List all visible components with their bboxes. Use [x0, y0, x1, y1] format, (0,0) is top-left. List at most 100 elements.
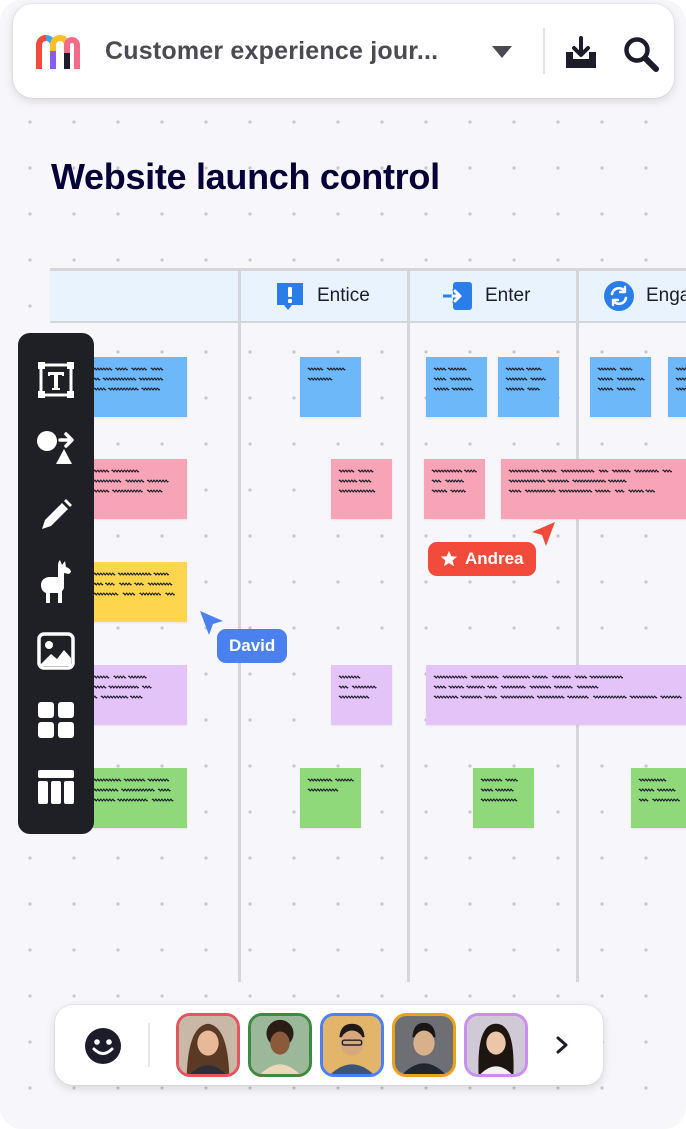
sticky-note[interactable]: [473, 768, 534, 828]
scribble-line: [505, 387, 525, 391]
scribble-line: [165, 592, 176, 596]
sticky-note[interactable]: [80, 357, 187, 417]
scribble-line: [645, 489, 656, 493]
sticky-scribble: [338, 675, 377, 699]
scribble-line: [530, 377, 547, 381]
download-tray-icon[interactable]: [564, 36, 598, 70]
scribble-line: [675, 367, 686, 371]
sticky-note[interactable]: [501, 459, 686, 519]
sticky-scribble: [87, 675, 152, 699]
scribble-line: [460, 695, 483, 699]
star-icon: [440, 550, 458, 567]
scribble-line: [551, 675, 571, 679]
scribble-line: [502, 675, 531, 679]
scribble-line: [558, 489, 593, 493]
avatar-photo: [179, 1016, 237, 1074]
image-button[interactable]: [36, 631, 76, 671]
scribble-line: [138, 377, 164, 381]
scribble-line: [652, 798, 681, 802]
pen-tool-button[interactable]: [36, 495, 76, 535]
sticky-scribble: [87, 367, 164, 391]
sticky-note[interactable]: [331, 665, 392, 725]
scribble-line: [433, 685, 447, 689]
scribble-line: [611, 469, 631, 473]
scribble-line: [307, 778, 333, 782]
sticky-note[interactable]: [426, 665, 686, 725]
table-button[interactable]: [36, 767, 76, 807]
column-label: Enga: [646, 285, 686, 306]
sticky-note[interactable]: [590, 357, 651, 417]
scribble-line: [115, 367, 129, 371]
scribble-line: [656, 788, 676, 792]
chevron-right-icon[interactable]: [551, 1033, 573, 1057]
scribble-line: [572, 479, 607, 483]
scribble-line: [153, 572, 170, 576]
scribble-line: [104, 582, 115, 586]
sticky-note[interactable]: [331, 459, 392, 519]
scribble-line: [157, 788, 171, 792]
column-header-engage[interactable]: Enga: [604, 281, 686, 311]
scribble-line: [607, 479, 627, 483]
scribble-line: [638, 798, 649, 802]
sticky-note[interactable]: [80, 768, 187, 828]
sticky-note[interactable]: [300, 768, 361, 828]
column-header-entice[interactable]: Entice: [275, 281, 370, 311]
templates-button[interactable]: [36, 700, 76, 740]
scribble-line: [598, 469, 609, 473]
scribble-line: [338, 479, 358, 483]
sticky-note[interactable]: [426, 357, 487, 417]
shapes-tool-button[interactable]: [36, 428, 76, 468]
scribble-line: [594, 489, 611, 493]
scribble-line: [326, 367, 346, 371]
sticky-scribble: [433, 675, 683, 699]
sticky-note[interactable]: [80, 562, 187, 622]
exclamation-flag-icon: [277, 283, 303, 310]
refresh-cycle-icon: [604, 281, 634, 311]
scribble-line: [486, 685, 498, 689]
scribble-line: [358, 479, 372, 483]
sticky-scribble: [505, 367, 547, 391]
collaborator-avatar[interactable]: [176, 1013, 240, 1077]
scribble-line: [431, 489, 448, 493]
sticky-note[interactable]: [300, 357, 361, 417]
scribble-line: [111, 469, 140, 473]
scribble-line: [433, 675, 468, 679]
collaborator-avatar[interactable]: [248, 1013, 312, 1077]
column-label: Enter: [485, 285, 531, 306]
sticky-note[interactable]: [498, 357, 559, 417]
sticky-note[interactable]: [424, 459, 485, 519]
collaborator-avatar[interactable]: [320, 1013, 384, 1077]
cursor-label-andrea: Andrea: [428, 542, 536, 576]
divider: [543, 28, 545, 74]
sticky-note[interactable]: [80, 459, 187, 519]
scribble-line: [675, 387, 686, 391]
sticky-note[interactable]: [668, 357, 686, 417]
scribble-line: [338, 685, 349, 689]
sticky-scribble: [87, 469, 169, 493]
llama-button[interactable]: [36, 560, 76, 603]
scribble-line: [500, 685, 526, 689]
scribble-line: [566, 695, 589, 699]
scribble-line: [500, 695, 535, 699]
collaborator-avatar[interactable]: [464, 1013, 528, 1077]
search-icon[interactable]: [623, 36, 659, 72]
text-tool-button[interactable]: [36, 360, 76, 400]
sticky-note[interactable]: [631, 768, 686, 828]
divider: [148, 1023, 150, 1067]
pen-tool-icon: [42, 499, 72, 529]
sticky-note[interactable]: [80, 665, 187, 725]
sticky-scribble: [675, 367, 686, 391]
table-top-border: [50, 268, 686, 271]
collaborator-avatar[interactable]: [392, 1013, 456, 1077]
scribble-line: [107, 387, 139, 391]
reaction-emoji-icon[interactable]: [84, 1027, 122, 1065]
board-title[interactable]: Customer experience jour...: [105, 37, 439, 65]
scribble-line: [589, 675, 624, 679]
chevron-down-icon[interactable]: [491, 44, 513, 60]
scribble-line: [445, 479, 465, 483]
scribble-line: [619, 367, 633, 371]
column-header-enter[interactable]: Enter: [443, 281, 530, 311]
scribble-line: [338, 695, 370, 699]
scribble-line: [553, 685, 573, 689]
